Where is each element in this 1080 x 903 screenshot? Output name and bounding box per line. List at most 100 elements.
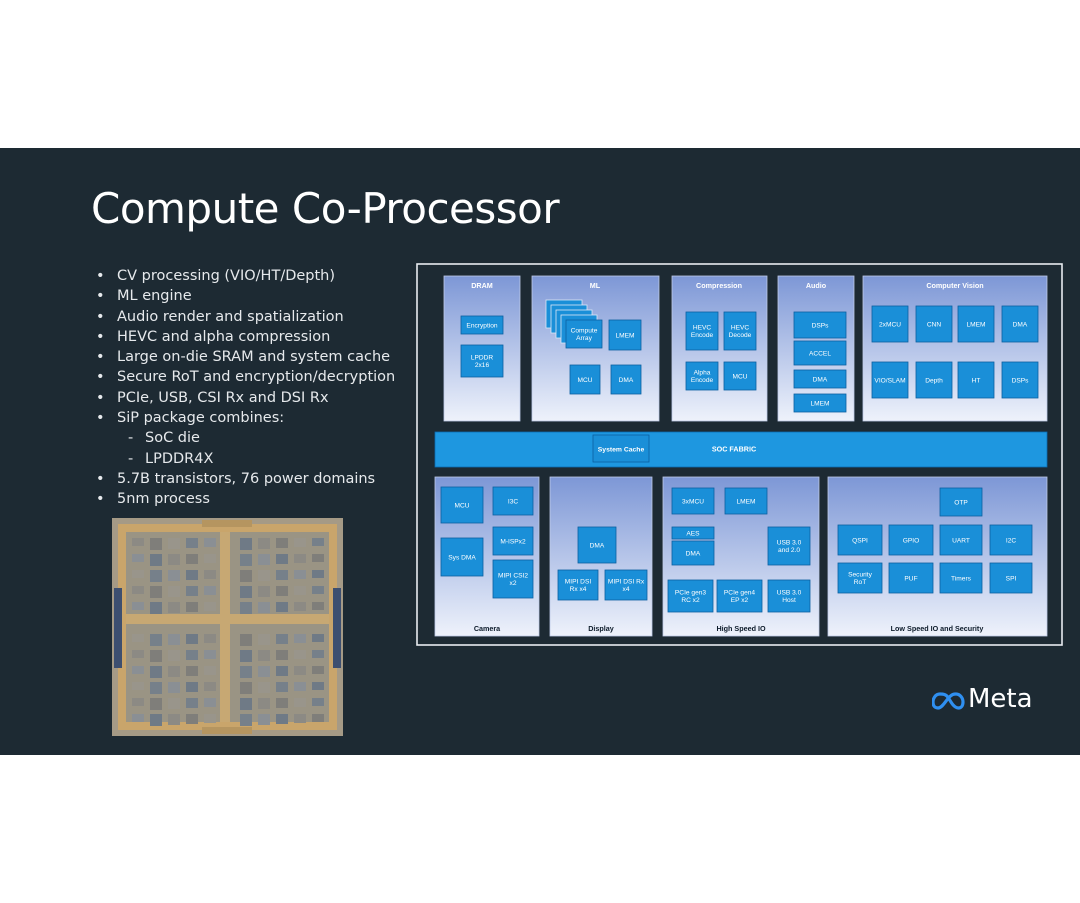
ip-block bbox=[793, 311, 847, 339]
sub-bullet-item: -LPDDR4X bbox=[96, 449, 395, 469]
die-block bbox=[204, 586, 216, 595]
die-block bbox=[276, 538, 288, 548]
ip-block bbox=[577, 526, 617, 564]
ip-block-label: UART bbox=[952, 537, 970, 544]
die-block bbox=[150, 714, 162, 726]
die-block bbox=[168, 634, 180, 645]
ip-block-label: LMEM bbox=[736, 498, 755, 505]
die-block bbox=[312, 554, 324, 562]
ip-block-label: DMA bbox=[813, 376, 828, 383]
bullet-text: ML engine bbox=[117, 288, 192, 305]
die-block bbox=[186, 586, 198, 596]
ip-block-label: DMA bbox=[619, 377, 634, 384]
group-low-speed-io bbox=[827, 476, 1048, 637]
ip-block-label: LMEM bbox=[615, 332, 634, 339]
ip-block bbox=[915, 305, 953, 343]
bullet-text: Secure RoT and encryption/decryption bbox=[117, 369, 396, 386]
ip-block bbox=[793, 369, 847, 389]
die-block bbox=[204, 554, 216, 563]
ip-block bbox=[793, 340, 847, 366]
ip-block-label: AES bbox=[686, 530, 700, 537]
bullet-icon: • bbox=[96, 369, 105, 386]
die-block bbox=[132, 570, 144, 578]
ip-block bbox=[989, 524, 1033, 556]
ip-block-label: DSPs bbox=[1012, 377, 1030, 384]
bullet-icon: • bbox=[96, 410, 105, 427]
slide: Compute Co-Processor •CV processing (VIO… bbox=[0, 148, 1080, 755]
bullet-text: HEVC and alpha compression bbox=[117, 328, 331, 345]
ip-block-label: I3C bbox=[508, 498, 518, 505]
ip-block bbox=[565, 319, 603, 349]
die-io-strip bbox=[333, 588, 341, 668]
ip-block bbox=[723, 311, 757, 351]
die-block bbox=[132, 602, 144, 610]
ip-block bbox=[989, 562, 1033, 594]
group-title: ML bbox=[590, 281, 601, 290]
bullet-item: • ML engine bbox=[96, 286, 395, 306]
ip-block bbox=[440, 537, 484, 577]
dash-icon: - bbox=[128, 450, 134, 467]
ip-block bbox=[492, 486, 534, 516]
bullet-item: •5nm process bbox=[96, 489, 395, 509]
ip-block bbox=[671, 526, 715, 540]
die-block bbox=[186, 714, 198, 724]
die-block bbox=[294, 570, 306, 579]
ip-block-label: 2xMCU bbox=[879, 321, 901, 328]
ip-block bbox=[716, 579, 763, 613]
ip-block bbox=[671, 487, 715, 515]
ip-block bbox=[939, 487, 983, 517]
die-block bbox=[258, 698, 270, 709]
ip-block-label: M-ISPx2 bbox=[500, 538, 526, 545]
ip-block bbox=[569, 364, 601, 395]
ip-block-label: Sys DMA bbox=[448, 554, 476, 561]
die-block bbox=[312, 650, 324, 658]
group-title: Audio bbox=[806, 281, 827, 290]
ip-block-label: DMA bbox=[590, 542, 605, 549]
die-block bbox=[276, 602, 288, 612]
die-block bbox=[312, 698, 324, 706]
ip-block bbox=[685, 311, 719, 351]
die-block bbox=[240, 666, 252, 678]
meta-wordmark: Meta bbox=[968, 684, 1033, 714]
ip-block bbox=[871, 361, 909, 399]
die-block bbox=[186, 554, 198, 564]
die-io-strip bbox=[202, 727, 252, 734]
bullet-text: CV processing (VIO/HT/Depth) bbox=[117, 268, 336, 284]
die-block bbox=[258, 538, 270, 549]
die-block bbox=[150, 602, 162, 614]
die-block bbox=[276, 666, 288, 676]
ip-block-label: MCU bbox=[454, 502, 469, 509]
die-block bbox=[186, 666, 198, 676]
ip-block bbox=[888, 524, 934, 556]
ip-block-label: DMA bbox=[686, 550, 701, 557]
die-block bbox=[150, 682, 162, 694]
ip-block-label: Depth bbox=[925, 377, 943, 384]
die-block bbox=[150, 634, 162, 646]
ip-block-label: MCU bbox=[732, 373, 747, 380]
die-block bbox=[132, 634, 144, 642]
die-block bbox=[258, 586, 270, 597]
die-block bbox=[240, 634, 252, 646]
ip-block-label: PUF bbox=[904, 575, 917, 582]
die-block bbox=[240, 714, 252, 726]
bullet-item: •HEVC and alpha compression bbox=[96, 327, 395, 347]
die-io-strip bbox=[114, 588, 122, 668]
die-block bbox=[258, 714, 270, 725]
die-block bbox=[132, 554, 144, 562]
ip-block-label: 3xMCU bbox=[682, 498, 704, 505]
die-block bbox=[294, 682, 306, 691]
die-block bbox=[258, 602, 270, 613]
ip-block-label: LMEM bbox=[966, 321, 985, 328]
bullet-icon: • bbox=[96, 288, 105, 305]
die-block bbox=[150, 586, 162, 598]
die-block bbox=[276, 682, 288, 692]
ip-block-label: MCU bbox=[577, 377, 592, 384]
die-block bbox=[312, 602, 324, 610]
die-block bbox=[240, 538, 252, 550]
die-street bbox=[220, 532, 230, 722]
